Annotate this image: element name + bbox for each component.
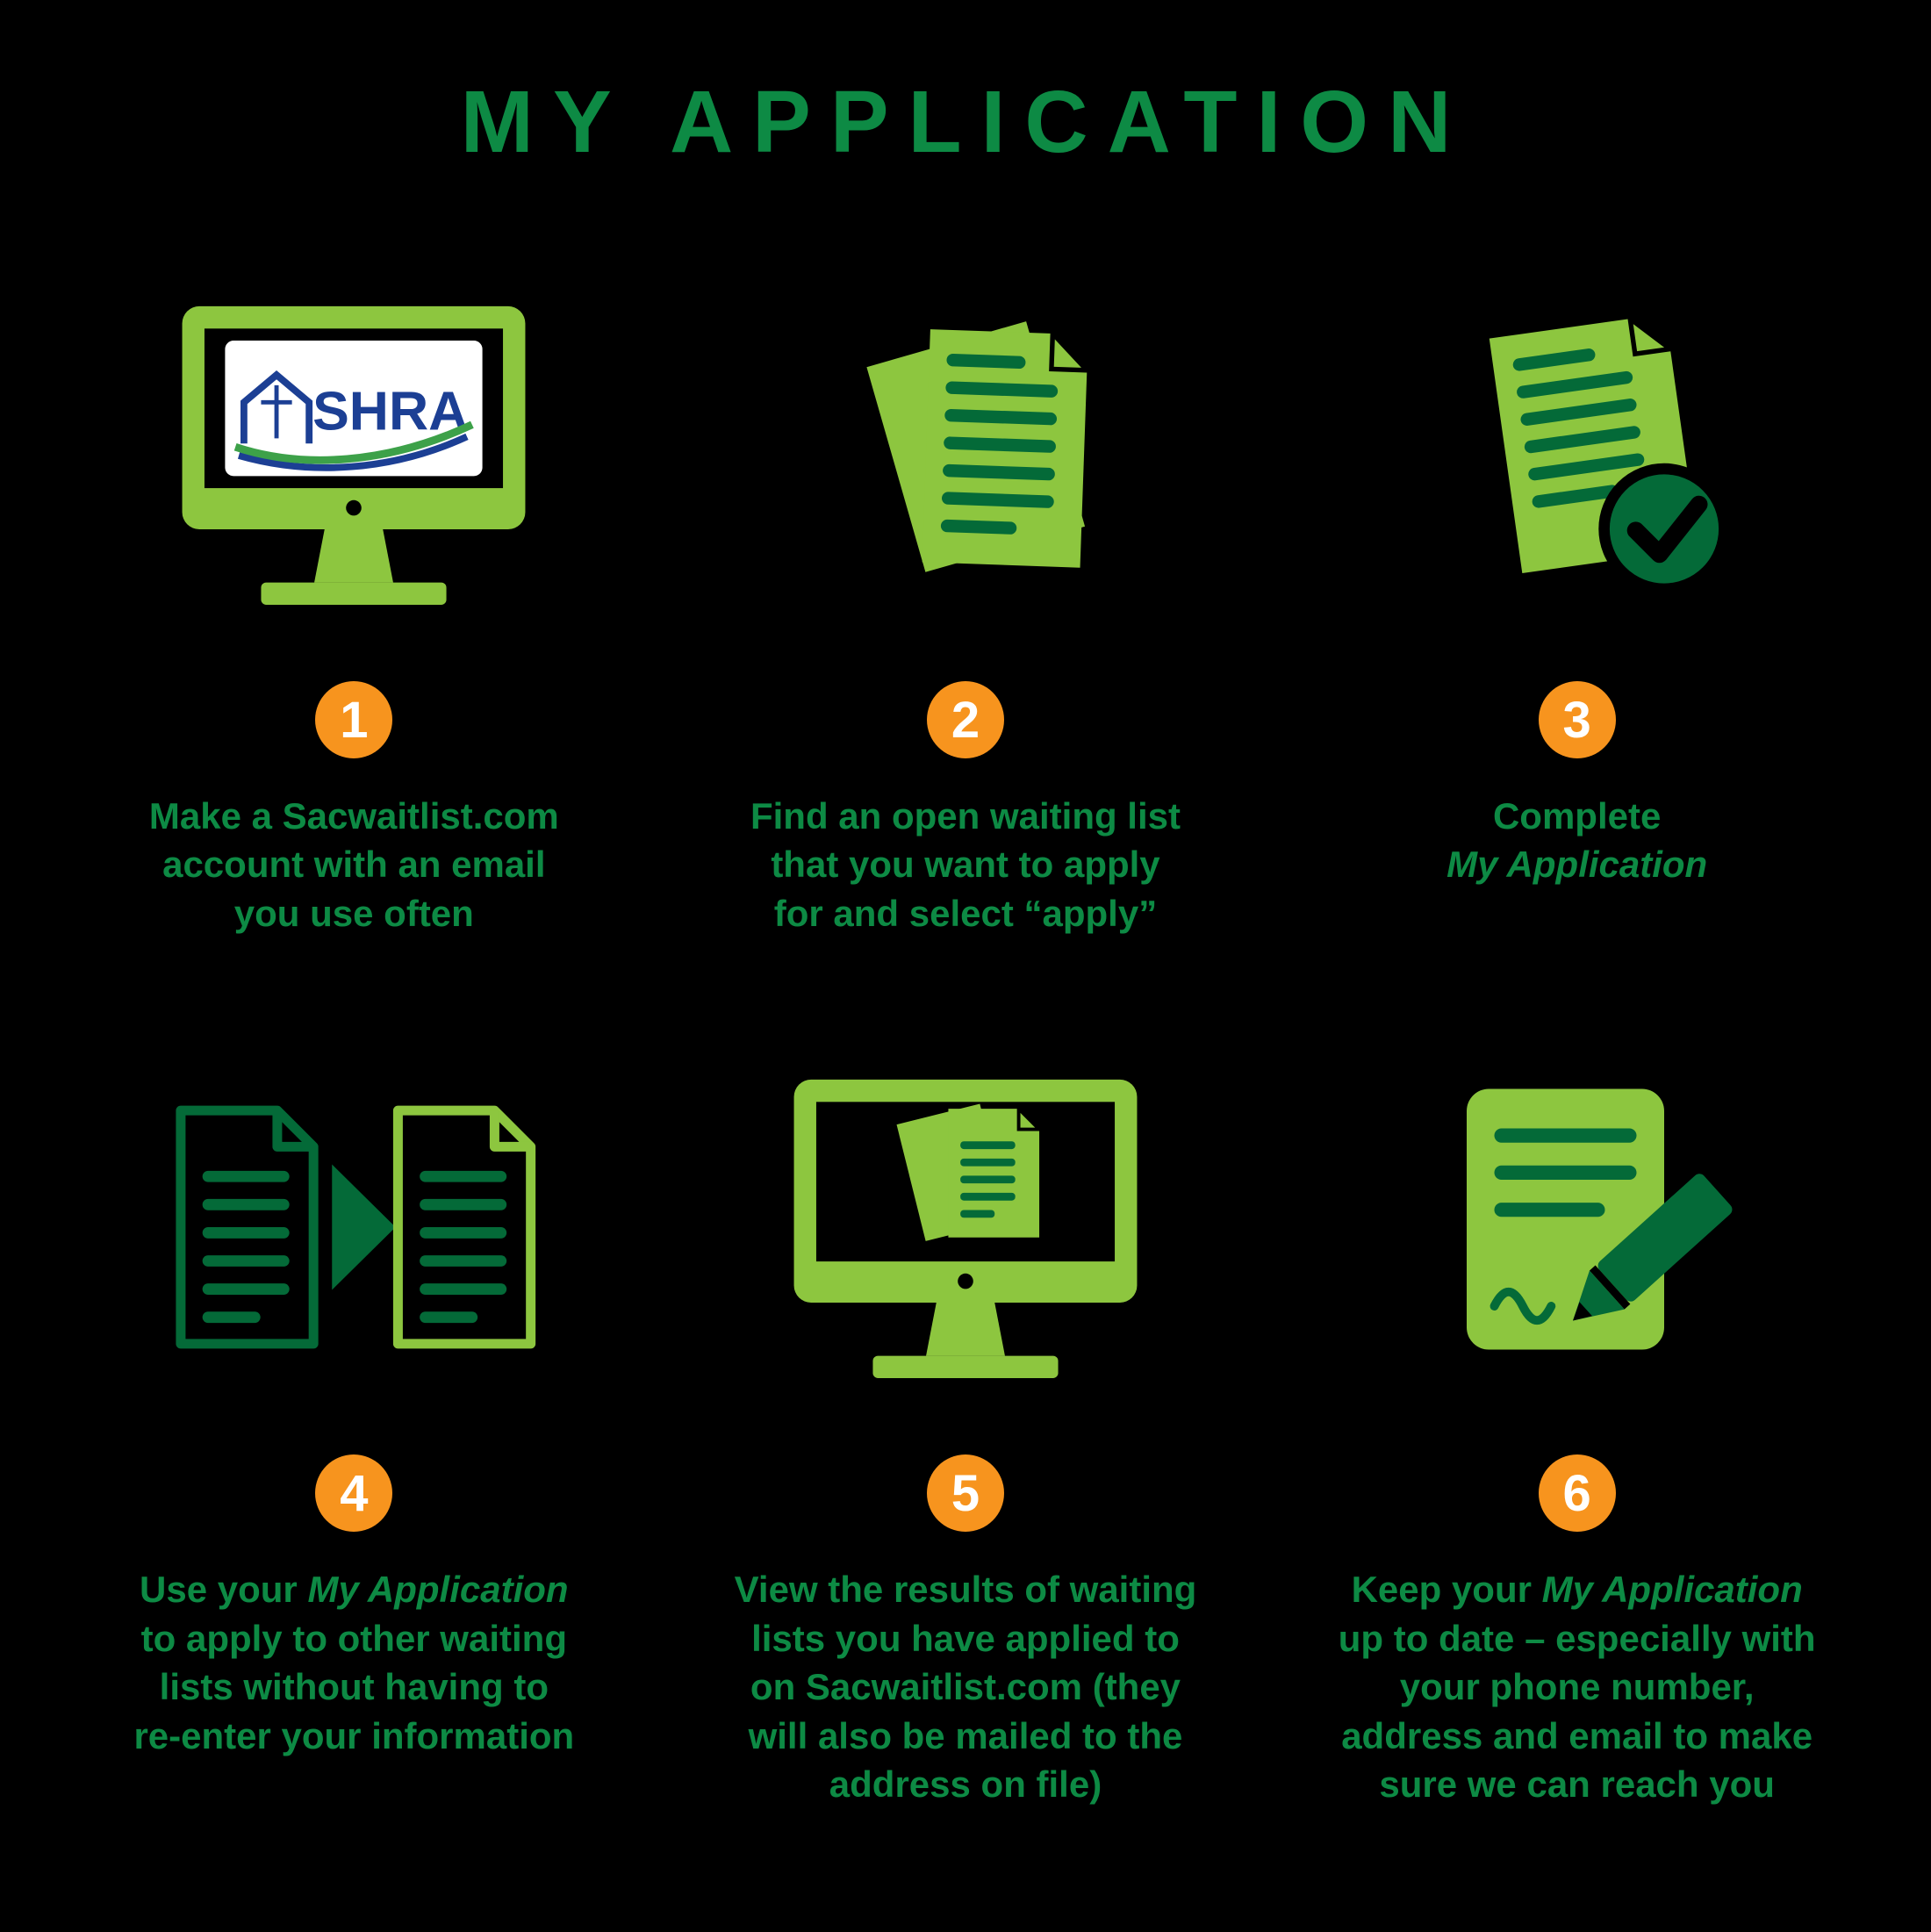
check-circle-icon [1597,463,1730,595]
step-number: 6 [1562,1464,1591,1522]
step-number-badge: 2 [926,681,1004,758]
shra-logo-text: SHRA [312,381,468,442]
document-icon [866,321,1093,572]
checkmark-icon [1626,495,1708,564]
monitor-shra-icon: SHRA [182,305,526,605]
page-title: MY APPLICATION [460,73,1471,171]
step-number-badge: 4 [315,1454,393,1533]
document-transfer-icon [176,1105,536,1349]
step-number: 4 [340,1464,369,1522]
document-checkmark-icon [1489,313,1730,595]
webcam-dot-icon [958,1274,973,1289]
step-number: 2 [951,691,980,749]
pencil-icon [1572,1174,1733,1321]
step-number: 3 [1562,691,1591,749]
step-number: 5 [951,1464,980,1522]
shra-swoosh [234,420,475,464]
step-number-badge: 1 [315,681,393,758]
monitor-documents-icon [793,1080,1138,1379]
step-number-badge: 5 [926,1454,1004,1533]
step-number-badge: 3 [1538,681,1616,758]
signature-squiggle-icon [1490,1288,1555,1325]
webcam-dot-icon [346,499,363,516]
shra-house-icon [240,370,313,444]
arrow-right-icon [332,1164,396,1290]
document-pencil-icon [1466,1088,1733,1350]
step-number: 1 [340,691,369,749]
step-number-badge: 6 [1538,1454,1616,1533]
